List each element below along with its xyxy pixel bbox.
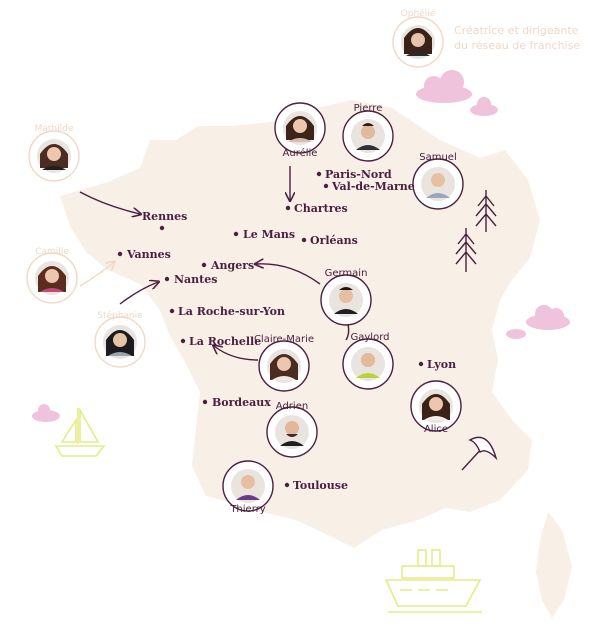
city-chartres: Chartres	[285, 202, 348, 215]
city-bordeaux: Bordeaux	[202, 396, 271, 409]
avatar-label: Thierry	[229, 504, 265, 515]
avatar-label: Pierre	[354, 103, 383, 114]
city-orleans: Orléans	[301, 234, 358, 247]
avatar-claire-marie: Claire-Marie	[254, 334, 314, 392]
link-arrow	[79, 191, 140, 214]
avatar-germain: Germain	[320, 268, 372, 326]
avatar-alice: Alice	[410, 380, 462, 435]
avatar-label: Adrien	[276, 401, 308, 412]
avatar-mathilde: Mathilde	[28, 124, 80, 182]
pine-tree-icon	[475, 190, 497, 232]
city-label: La Rochelle	[189, 335, 261, 348]
link-arrow-faded	[79, 262, 114, 287]
city-label: Paris-Nord	[325, 168, 392, 181]
avatar-label: Germain	[325, 268, 368, 279]
cloud-icon	[506, 329, 526, 339]
cloud-icon	[416, 70, 472, 103]
avatar-label: Samuel	[419, 152, 457, 163]
avatar-stephanie: Stéphanie	[94, 310, 146, 368]
city-la-rochelle: La Rochelle	[180, 335, 261, 348]
avatar-label: Stéphanie	[97, 310, 143, 321]
city-label: Angers	[210, 259, 254, 272]
avatar-adrien: Adrien	[266, 401, 318, 458]
avatar-aurelie: Aurélie	[274, 102, 326, 159]
avatar-label: Aurélie	[283, 147, 318, 159]
city-label: Lyon	[427, 358, 456, 371]
city-label: Le Mans	[243, 228, 295, 241]
avatar-gaylord: Gaylord	[342, 332, 394, 390]
city-label: Chartres	[294, 202, 348, 215]
city-label: Nantes	[174, 273, 217, 286]
city-rennes: Rennes	[142, 210, 187, 231]
city-le-mans: Le Mans	[233, 228, 295, 241]
avatar-camille: Camille	[26, 247, 78, 304]
city-label: Vannes	[126, 248, 171, 261]
avatar-label: Mathilde	[35, 124, 74, 134]
city-label: Orléans	[310, 234, 358, 247]
city-label: Val-de-Marne	[331, 180, 415, 193]
avatar-thierry: Thierry	[222, 460, 274, 515]
city-vannes: Vannes	[117, 248, 171, 261]
city-paris-nord: Paris-Nord	[316, 168, 392, 181]
corsica-shape	[536, 512, 572, 618]
avatar-label: Claire-Marie	[254, 334, 314, 345]
founder-title-line: Créatrice et dirigeante	[454, 24, 579, 37]
founder-title-line: du réseau de franchise	[454, 39, 580, 52]
avatar-ophelie: Ophélie	[392, 8, 444, 68]
city-label: La Roche-sur-Yon	[178, 305, 285, 318]
city-la-roche-sur-yon: La Roche-sur-Yon	[169, 305, 285, 318]
city-val-de-marne: Val-de-Marne	[323, 180, 415, 193]
avatar-label: Camille	[35, 247, 69, 257]
city-label: Toulouse	[293, 479, 348, 492]
link-arrow	[256, 264, 321, 285]
parasol-icon	[461, 436, 498, 471]
avatar-label: Gaylord	[351, 332, 390, 343]
sailboat-icon	[54, 406, 106, 457]
city-label: Rennes	[142, 210, 187, 223]
france-land-shape	[60, 100, 540, 548]
city-lyon: Lyon	[418, 358, 456, 371]
city-label: Bordeaux	[212, 396, 271, 409]
avatar-label: Ophélie	[401, 8, 436, 19]
link-arrow	[214, 346, 259, 361]
city-toulouse: Toulouse	[284, 479, 348, 492]
link-arrow	[119, 282, 158, 305]
cruise-ship-icon	[384, 549, 482, 613]
pine-tree-icon	[455, 228, 477, 272]
city-angers: Angers	[201, 259, 254, 272]
avatar-label: Alice	[424, 424, 448, 435]
avatar-samuel: Samuel	[412, 152, 464, 210]
city-nantes: Nantes	[164, 273, 217, 286]
cloud-icon	[470, 97, 498, 116]
cloud-icon	[526, 305, 570, 330]
cloud-icon	[32, 404, 60, 422]
connector-line	[345, 323, 350, 341]
avatar-pierre: Pierre	[342, 103, 394, 162]
